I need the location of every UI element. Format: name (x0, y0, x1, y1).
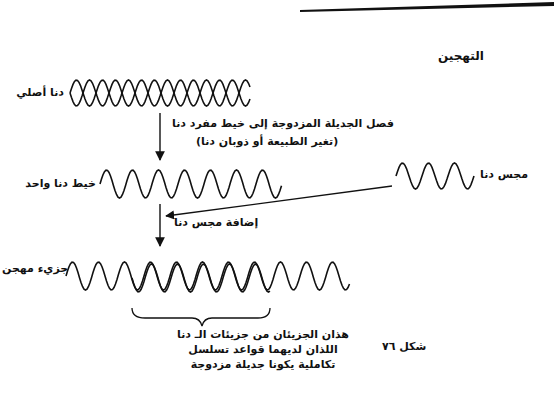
step-arrow (159, 204, 160, 246)
header-rule (300, 2, 554, 12)
hybrid-strand (66, 262, 350, 290)
step-arrow (159, 113, 160, 160)
annotation: دنا أصلي (16, 86, 64, 101)
brace (132, 308, 270, 326)
annotation: (تغير الطبيعة أو ذوبان دنا) (196, 135, 338, 150)
annotation: هذان الجزيئان من جزيئات الـ دنا اللذان ل… (168, 328, 358, 373)
annotation: فصل الجديلة المزدوجة إلى خيط مفرد دنا (172, 117, 394, 132)
figure-caption: شكل ٧٦ (382, 340, 426, 355)
dna-strand (70, 80, 250, 106)
single-strand (100, 170, 282, 198)
hybrid-probe (132, 264, 270, 292)
figure-title: التهجين (438, 48, 484, 64)
dna-strand (70, 80, 250, 106)
probe-strand (396, 163, 474, 189)
annotation: جزيء مهجن (2, 262, 68, 277)
annotation: خيط دنا واحد (25, 177, 96, 192)
annotation: إضافة مجس دنا (174, 216, 258, 231)
annotation: مجس دنا (480, 168, 528, 183)
probe-arrow (166, 186, 392, 216)
